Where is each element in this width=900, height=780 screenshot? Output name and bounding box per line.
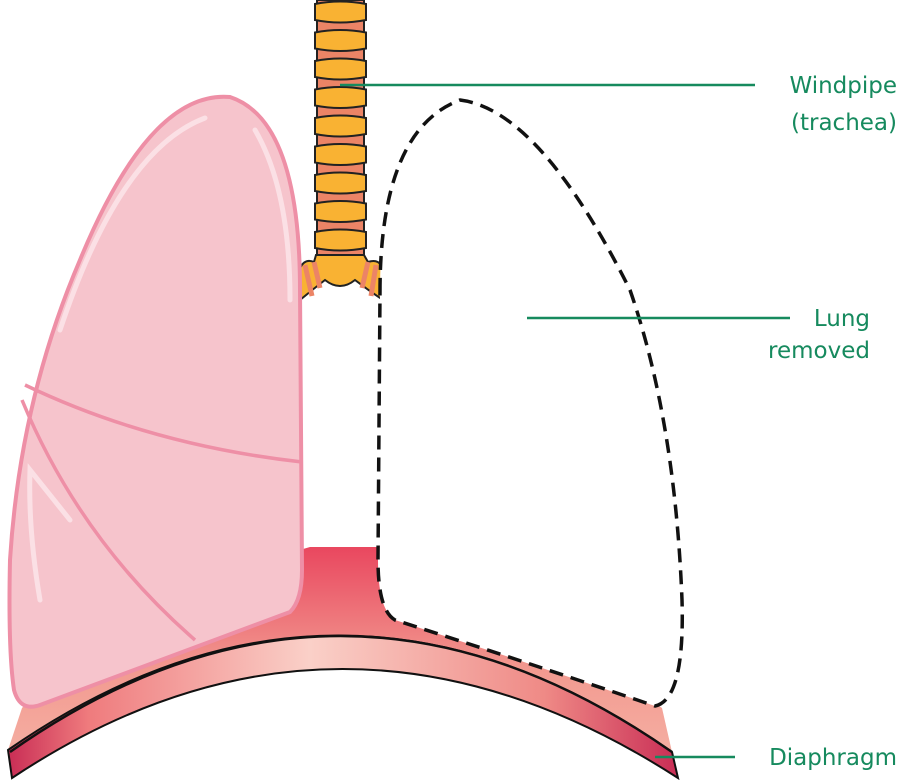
trachea-ring — [314, 143, 367, 166]
trachea-ring — [314, 86, 367, 109]
removed-label: removed — [768, 338, 870, 364]
trachea-rings — [314, 0, 367, 252]
trachea-ring — [314, 200, 367, 223]
trachea-label: (trachea) — [791, 110, 897, 136]
upper-fissure — [24, 383, 303, 464]
trachea — [299, 0, 384, 303]
windpipe-label: Windpipe — [789, 73, 897, 99]
trachea-ring — [314, 114, 367, 138]
lung-outline — [7, 94, 305, 709]
remaining-lung — [7, 94, 305, 709]
lung-label: Lung — [814, 306, 870, 332]
trachea-ring — [314, 57, 367, 81]
lower-fissure — [20, 399, 197, 642]
trachea-ring — [314, 29, 367, 52]
trachea-ring — [314, 0, 367, 24]
lung-highlight — [27, 115, 293, 603]
removed-lung-outline — [376, 98, 685, 708]
diaphragm-label: Diaphragm — [769, 745, 897, 771]
trachea-ring — [314, 228, 367, 252]
diaphragm-edge — [9, 634, 673, 754]
trachea-ring — [314, 171, 367, 195]
